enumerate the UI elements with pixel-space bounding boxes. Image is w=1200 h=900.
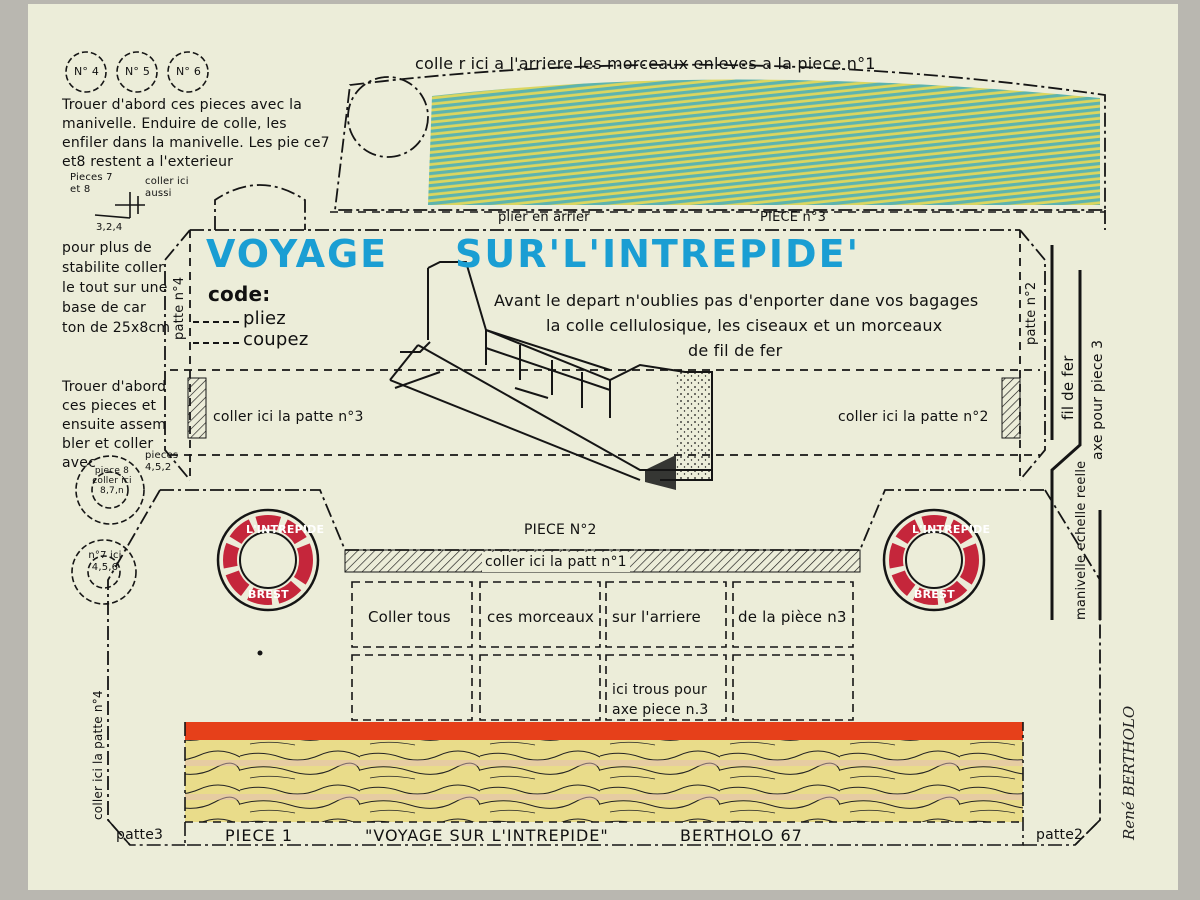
axe-piece-3-label: axe pour piece 3 <box>1090 339 1106 460</box>
instructions-crank: Trouer d'abord ces pieces avec la manive… <box>62 97 330 170</box>
pieces-4-5-2-label: pieces 4,5,2 <box>145 450 179 473</box>
wood-deck-texture <box>185 740 1023 822</box>
red-band <box>185 722 1023 740</box>
piece-3-label: PIECE n°3 <box>760 210 827 225</box>
depart-note-2: la colle cellulosique, les ciseaux et un… <box>546 316 943 335</box>
artist-signature: René BERTHOLO <box>1120 705 1138 840</box>
crayon-fill-piece-3 <box>428 79 1100 205</box>
code-label: code: <box>208 282 271 306</box>
coller-patte-3-label: coller ici la patte n°3 <box>213 409 364 425</box>
circle-4-label: N° 4 <box>74 65 100 78</box>
coller-patt-1-label: coller ici la patt n°1 <box>482 552 630 572</box>
cut-legend-label: coupez <box>243 329 309 350</box>
small-piece-circles <box>65 51 209 605</box>
coller-patte-4-vertical: coller ici la patte n°4 <box>91 690 105 820</box>
patte-2-hatch <box>1001 377 1021 439</box>
title-intrepide: SUR'L'INTREPIDE' <box>455 232 861 276</box>
circle-piece-8-label: piece 8 coller ici 8,7,n <box>92 466 132 496</box>
piece-3-outline <box>214 63 1106 230</box>
circle-5-label: N° 5 <box>125 65 151 78</box>
patte-2-bottom-label: patte2 <box>1036 827 1084 843</box>
piece-2-label: PIECE N°2 <box>524 522 597 538</box>
pieces-7-8-sketch <box>94 192 145 219</box>
lifebuoy-left <box>216 508 320 612</box>
piece-2-boxes <box>351 581 854 721</box>
coller-patte-2-label: coller ici la patte n°2 <box>838 409 989 425</box>
piece-2-outline <box>164 229 1046 481</box>
box-2-text: ces morceaux <box>487 608 595 626</box>
coller-aussi-label: coller ici aussi <box>145 176 189 199</box>
top-note: colle r ici a l'arriere les morceaux enl… <box>415 54 876 73</box>
pieces-3-2-4-label: 3,2,4 <box>96 222 123 233</box>
ship-hull-texture <box>676 372 712 480</box>
pieces-7-8-label: Pieces 7 et 8 <box>70 172 113 195</box>
title-voyage: VOYAGE <box>206 232 389 276</box>
lifebuoy-left-top-text: L'INTREPIDE <box>246 523 325 536</box>
patte-2-side-label: patte n°2 <box>1024 281 1039 345</box>
fold-back-label: plier en arrier <box>498 210 590 225</box>
manivelle-label: manivelle echelle reelle <box>1074 460 1089 620</box>
axle-hole-dot <box>257 650 263 656</box>
depart-note-3: de fil de fer <box>688 341 783 360</box>
box-3-text: sur l'arriere <box>612 608 701 626</box>
patte-3-bottom-label: patte3 <box>116 827 164 843</box>
bottom-title: "VOYAGE SUR L'INTREPIDE" <box>365 826 609 845</box>
lifebuoy-right-top-text: L'INTREPIDE <box>912 523 991 536</box>
box-4-text: de la pièce n3 <box>738 608 847 626</box>
piece-1-label: PIECE 1 <box>225 826 294 845</box>
stability-note: pour plus de stabilite coller le tout su… <box>62 240 171 336</box>
cut-legend-line <box>193 342 239 344</box>
circle-7-label: n°7 ici 4,5,6 <box>88 550 122 573</box>
patte-3-hatch <box>187 377 207 439</box>
axle-holes-text: ici trous pour axe piece n.3 <box>612 682 709 718</box>
circle-6-label: N° 6 <box>176 65 202 78</box>
lifebuoy-right <box>882 508 986 612</box>
lifebuoy-right-bottom-text: BREST <box>914 588 955 601</box>
ship-shadow <box>645 455 676 490</box>
crank-wire-drawing <box>1050 245 1102 620</box>
fold-legend-label: pliez <box>243 308 286 329</box>
box-1-text: Coller tous <box>368 608 451 626</box>
bottom-author-code: BERTHOLO 67 <box>680 826 803 845</box>
fil-de-fer-label: fil de fer <box>1059 355 1077 420</box>
piece-1-outline <box>107 722 1101 846</box>
fold-legend-line <box>193 321 239 323</box>
instructions-assemble: Trouer d'abord ces pieces et ensuite ass… <box>62 379 167 471</box>
depart-note-1: Avant le depart n'oublies pas d'enporter… <box>494 291 979 310</box>
lifebuoy-left-bottom-text: BREST <box>248 588 289 601</box>
